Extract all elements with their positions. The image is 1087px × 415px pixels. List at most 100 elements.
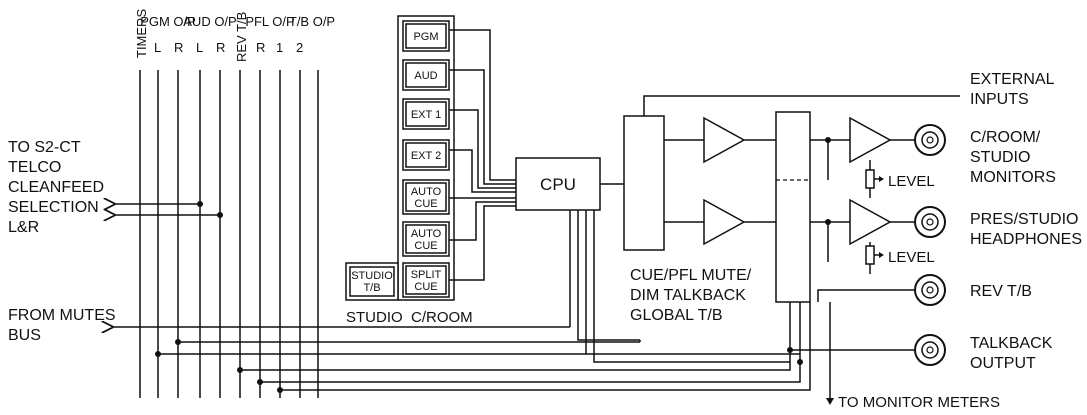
telco-line-5: L&R [8, 219, 39, 236]
ext2-button[interactable]: EXT 2 [402, 139, 450, 171]
croom-label-1: C/ROOM/ [970, 129, 1041, 146]
aud-button[interactable]: AUD [402, 59, 450, 91]
label-pgm-r: R [174, 40, 183, 55]
amplifier-2 [703, 198, 746, 246]
telco-line-2: TELCO [8, 159, 61, 176]
split-cue-button-inner [405, 265, 447, 295]
telco-line-1: TO S2-CT [8, 139, 81, 156]
telco-cleanfeed-text: TO S2-CT TELCO CLEANFEED SELECTION L&R [8, 139, 104, 236]
jack-rev-tb [914, 274, 946, 306]
aud-button-label: AUD [414, 70, 437, 82]
level-pot-2[interactable] [865, 245, 875, 265]
bus-labels: TIMERS REV T/B PGM O/P L R AUD O/P L R P… [134, 9, 335, 62]
button-panel: PGM AUD EXT 1 EXT 2 AUTO CUE AUTO CUE [345, 15, 473, 326]
ext1-button[interactable]: EXT 1 [402, 98, 450, 130]
cpu-line [577, 210, 640, 341]
input-selector-block [623, 115, 665, 251]
cpu-label: CPU [540, 175, 576, 194]
external-inputs-label-1: EXTERNAL [970, 71, 1055, 88]
label-aud-r: R [216, 40, 225, 55]
pgm-button-inner [405, 23, 447, 49]
pot-wiper [879, 252, 884, 258]
cue-pfl-label: CUE/PFL MUTE/ DIM TALKBACK GLOBAL T/B [630, 267, 752, 324]
level-control-1[interactable]: LEVEL [865, 160, 935, 198]
ext1-button-label: EXT 1 [411, 109, 441, 121]
label-tb-2: 2 [296, 40, 303, 55]
pres-label-1: PRES/STUDIO [970, 211, 1078, 228]
studio-tb-label-bottom: T/B [363, 282, 380, 294]
ext2-button-label: EXT 2 [411, 150, 441, 162]
jack-croom-monitors [914, 124, 946, 156]
studio-tb-button[interactable]: STUDIO T/B [345, 262, 399, 301]
junction-dot [797, 359, 803, 365]
right-labels: EXTERNAL INPUTS C/ROOM/ STUDIO MONITORS … [970, 71, 1082, 372]
level-label-1: LEVEL [888, 173, 935, 190]
amplifier-1 [703, 116, 746, 164]
talkback-label-1: TALKBACK [970, 335, 1053, 352]
rev-tb-to-mute [240, 302, 791, 371]
junction-dot [237, 367, 243, 373]
level-label-2: LEVEL [888, 249, 935, 266]
cpu-line [593, 210, 790, 363]
studio-tb-label-top: STUDIO [351, 270, 393, 282]
pgm-button[interactable]: PGM [402, 20, 450, 52]
rev-tb-label: REV T/B [970, 283, 1032, 300]
external-inputs-label-2: INPUTS [970, 91, 1029, 108]
ext2-button-inner [405, 142, 447, 168]
level-pot-1[interactable] [865, 169, 875, 189]
mute-dim-block [775, 111, 811, 303]
cue-label-2: DIM TALKBACK [630, 287, 746, 304]
label-timers: TIMERS [134, 9, 149, 58]
pgm-button-label: PGM [413, 31, 438, 43]
label-rev-tb: REV T/B [234, 12, 249, 62]
vertical-buses [139, 70, 319, 398]
pot-wiper [879, 176, 884, 182]
junction-dot [197, 201, 203, 207]
autocue-1-label-top: AUTO [411, 186, 442, 198]
label-tb-1: 1 [276, 40, 283, 55]
autocue-2-label-top: AUTO [411, 228, 442, 240]
talkback-label-2: OUTPUT [970, 355, 1036, 372]
croom-label-2: STUDIO [970, 149, 1030, 166]
cue-label-1: CUE/PFL MUTE/ [630, 267, 752, 284]
meters-arrow [826, 398, 834, 405]
autocue-2-button[interactable]: AUTO CUE [402, 221, 450, 257]
autocue-1-button[interactable]: AUTO CUE [402, 179, 450, 215]
cpu-block: CPU [515, 157, 601, 211]
aud-button-inner [405, 62, 447, 88]
mutes-bus-text: FROM MUTES BUS [8, 307, 116, 344]
croom-label-3: MONITORS [970, 169, 1056, 186]
cue-label-3: GLOBAL T/B [630, 307, 722, 324]
level-control-2[interactable]: LEVEL [865, 242, 935, 274]
label-tb-op: T/B O/P [289, 14, 335, 29]
junction-dot [257, 379, 263, 385]
external-inputs-line [643, 95, 960, 116]
mutes-line-1: FROM MUTES [8, 307, 116, 324]
junction-dot [155, 351, 161, 357]
jack-talkback-output [914, 334, 946, 366]
cpu-box [515, 157, 601, 211]
telco-line-3: CLEANFEED [8, 179, 104, 196]
label-aud-l: L [196, 40, 203, 55]
ext1-button-inner [405, 101, 447, 127]
split-cue-button[interactable]: SPLIT CUE [402, 262, 450, 298]
button-cpu-wiring [449, 29, 516, 281]
autocue-2-label-bottom: CUE [414, 240, 437, 252]
junction-dot [217, 212, 223, 218]
split-cue-label-bottom: CUE [414, 281, 437, 293]
mutes-line-2: BUS [8, 327, 41, 344]
label-aud-op: AUD O/P [183, 14, 236, 29]
junction-dot [787, 347, 793, 353]
jack-headphones [914, 206, 946, 238]
split-cue-label-top: SPLIT [411, 269, 442, 281]
autocue-2-button-inner [405, 224, 447, 254]
monitor-meters-label: TO MONITOR METERS [838, 394, 1000, 411]
pres-label-2: HEADPHONES [970, 231, 1082, 248]
amplifier-headphones [849, 198, 892, 246]
pfl-to-mute [260, 302, 801, 383]
autocue-1-label-bottom: CUE [414, 198, 437, 210]
telco-line-4: SELECTION [8, 199, 99, 216]
label-pgm-l: L [154, 40, 161, 55]
amplifier-croom [849, 116, 892, 164]
rev-tb-line [817, 289, 916, 302]
